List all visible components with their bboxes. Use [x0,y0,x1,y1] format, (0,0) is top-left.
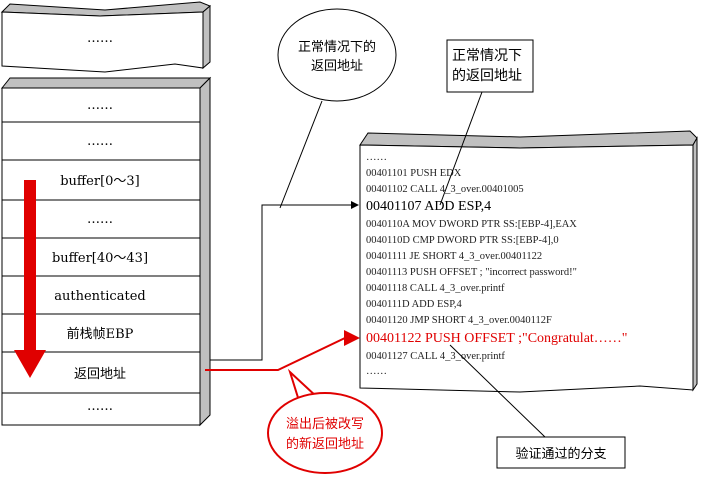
red-bubble-callout: 溢出后被改写 的新返回地址 [267,368,383,474]
stack-row-authenticated: authenticated [54,289,145,304]
code-line: 00401120 JMP SHORT 4_3_over.0040112F [366,315,552,326]
code-line-overwritten-return: 00401122 PUSH OFFSET ;"Congratulat……" [366,331,628,346]
code-line: 00401127 CALL 4_3_over.printf [366,351,505,362]
branch-callout: 验证通过的分支 [449,344,626,469]
code-line: 00401111 JE SHORT 4_3_over.00401122 [366,251,542,262]
code-line: 00401102 CALL 4_3_over.00401005 [366,184,524,195]
svg-text:的新返回地址: 的新返回地址 [286,436,364,452]
code-line: 0040111D ADD ESP,4 [366,299,463,310]
code-line: …… [366,366,387,377]
box-callout: 正常情况下 的返回地址 [439,39,534,206]
normal-return-connector [210,201,359,361]
stack-row: …… [87,212,113,227]
svg-text:正常情况下的: 正常情况下的 [298,39,376,55]
svg-text:的返回地址: 的返回地址 [452,68,522,84]
stack-row: …… [87,98,113,113]
code-line: 00401101 PUSH EDX [366,168,462,179]
code-line: 0040110A MOV DWORD PTR SS:[EBP-4],EAX [366,219,577,230]
code-line: 0040110D CMP DWORD PTR SS:[EBP-4],0 [366,235,559,246]
svg-text:返回地址: 返回地址 [311,59,363,74]
ellipse-callout: 正常情况下的 返回地址 [277,8,397,209]
top-memory-block: …… [0,1,211,73]
code-line: 00401113 PUSH OFFSET ; "incorrect passwo… [366,267,577,278]
stack-row: …… [87,134,113,149]
code-panel: …… 00401101 PUSH EDX 00401102 CALL 4_3_o… [359,130,698,393]
stack-row-return-address: 返回地址 [74,367,126,382]
top-block-label: …… [87,31,113,46]
code-line-normal-return: 00401107 ADD ESP,4 [366,199,491,214]
svg-text:正常情况下: 正常情况下 [452,48,522,64]
overflow-direction-arrow-icon [14,180,46,378]
stack-row-ebp: 前栈帧EBP [67,326,134,342]
stack-row: …… [87,399,113,414]
svg-text:溢出后被改写: 溢出后被改写 [286,417,364,432]
code-line: …… [366,152,387,163]
svg-text:验证通过的分支: 验证通过的分支 [515,446,606,462]
overwritten-return-connector [205,330,360,371]
stack-row-buffer-start: buffer[0～3] [60,174,140,189]
code-line: 00401118 CALL 4_3_over.printf [366,283,505,294]
stack-row-buffer-end: buffer[40～43] [52,251,148,266]
